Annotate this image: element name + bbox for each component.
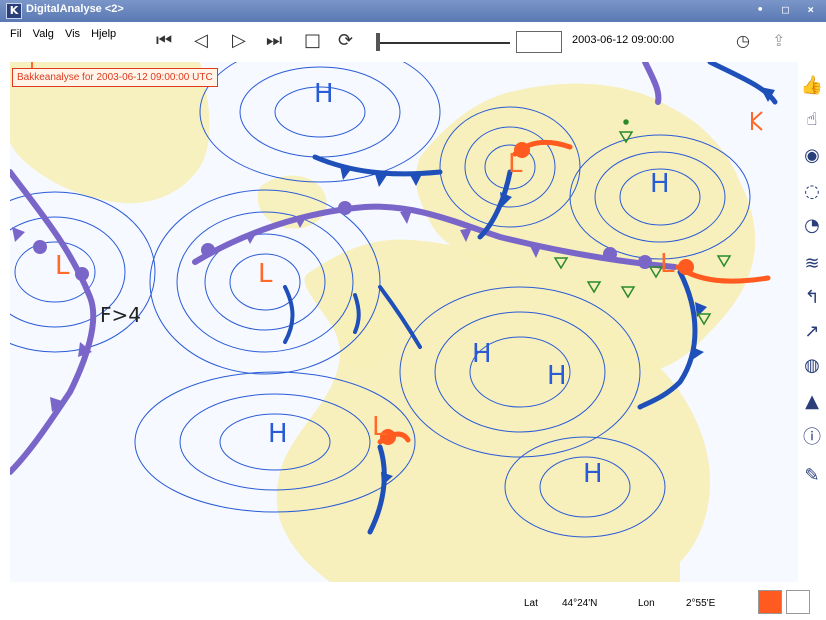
land-uk bbox=[336, 289, 394, 370]
landscape-icon[interactable]: ▲ bbox=[805, 391, 819, 412]
menu-item-vis[interactable]: Vis bbox=[64, 28, 81, 40]
alert-button[interactable] bbox=[758, 590, 782, 614]
occluded-front-west bbox=[10, 169, 97, 475]
trough-line-2 bbox=[353, 293, 361, 334]
pressure-label-6: F>4 bbox=[100, 303, 141, 327]
lon-label: Lon bbox=[638, 598, 655, 609]
cold-front-atlantic bbox=[312, 154, 443, 177]
fast-forward-button[interactable]: ⏭ bbox=[266, 30, 283, 51]
rewind-button[interactable]: ⏮ bbox=[156, 30, 173, 51]
pressure-label-4: L bbox=[258, 259, 273, 289]
analysis-label: Bakkeanalyse for 2003-06-12 09:00:00 UTC bbox=[12, 68, 218, 87]
satellite-icon[interactable]: ◌ bbox=[804, 181, 820, 202]
warm-front-scandinavia-bulge bbox=[514, 142, 530, 158]
cold-front-north-east bbox=[707, 62, 778, 105]
time-slider-handle[interactable] bbox=[376, 33, 380, 51]
nav-arrows-button[interactable] bbox=[786, 590, 810, 614]
app-icon[interactable]: K bbox=[6, 3, 22, 19]
right-toolbar: 👍 ☝ ◉ ◌ ◔ ≋ ↰ ↗ ◍ ▲ ⓘ ✎ bbox=[798, 62, 826, 582]
menu-bar: Fil Valg Vis Hjelp bbox=[10, 28, 124, 40]
menu-item-fil[interactable]: Fil bbox=[10, 28, 22, 40]
land-greenland bbox=[10, 62, 210, 204]
window-buttons[interactable]: • □ × bbox=[756, 3, 820, 16]
pressure-label-2: H bbox=[650, 169, 670, 199]
isobars bbox=[10, 62, 751, 538]
play-button[interactable]: ▷ bbox=[232, 30, 246, 51]
timestamp: 2003-06-12 09:00:00 bbox=[572, 34, 675, 46]
clock-icon[interactable]: ◷ bbox=[736, 31, 750, 50]
globe-icon[interactable]: ◉ bbox=[804, 145, 820, 166]
pressure-label-10: L bbox=[372, 412, 387, 442]
cold-front-north-east-barb bbox=[760, 87, 775, 102]
warm-front-iberia-bulge bbox=[380, 429, 396, 445]
front-symbols bbox=[12, 201, 652, 412]
pressure-label-0: H bbox=[314, 79, 334, 109]
info-icon[interactable]: ⓘ bbox=[803, 427, 821, 448]
front-icon[interactable]: ↰ bbox=[804, 287, 820, 308]
cold-front-scandinavia-barb bbox=[500, 192, 512, 207]
cold-front-iberia bbox=[367, 444, 387, 535]
stop-button[interactable]: □ bbox=[304, 30, 322, 51]
pressure-label-9: H bbox=[268, 419, 288, 449]
land-scandinavia bbox=[415, 83, 756, 372]
balloon-icon[interactable]: ◍ bbox=[804, 355, 820, 376]
pressure-label-8: H bbox=[547, 361, 567, 391]
warm-front-east-bulge bbox=[678, 259, 694, 275]
window-title: DigitalAnalyse <2> bbox=[26, 3, 124, 15]
trough-line-1 bbox=[283, 285, 295, 344]
k-symbol-ne bbox=[751, 111, 763, 131]
occluded-front-north bbox=[642, 62, 662, 105]
frame-spinbox[interactable] bbox=[516, 31, 562, 53]
occluded-front-central bbox=[192, 203, 678, 270]
clock-icon[interactable]: ◔ bbox=[804, 215, 820, 236]
trough-line-3 bbox=[378, 285, 422, 349]
lon-value: 2°55'E bbox=[686, 598, 716, 609]
pressure-label-1: L bbox=[508, 149, 523, 179]
pressure-label-11: H bbox=[583, 459, 603, 489]
upload-icon[interactable]: ⇪ bbox=[772, 31, 786, 50]
menu-item-valg[interactable]: Valg bbox=[32, 28, 54, 40]
pressure-label-5: L bbox=[660, 249, 675, 279]
cold-front-atlantic-barbs bbox=[340, 166, 422, 187]
menu-item-hjelp[interactable]: Hjelp bbox=[91, 28, 117, 40]
thumbs-up-icon[interactable]: 👍 bbox=[800, 75, 824, 96]
weather-symbols bbox=[553, 119, 732, 326]
refresh-button[interactable]: ⟳ bbox=[338, 30, 354, 51]
wind-icon[interactable]: ≋ bbox=[804, 253, 820, 274]
pencil-icon[interactable]: ✎ bbox=[804, 465, 820, 486]
cold-front-iberia-barb bbox=[381, 472, 393, 486]
toolbar: Fil Valg Vis Hjelp ⏮ ◁ ▷ ⏭ □ ⟳ 2003-06-1… bbox=[0, 22, 800, 62]
hand-pointer-icon[interactable]: ☝ bbox=[806, 109, 818, 130]
lat-value: 44°24'N bbox=[562, 598, 598, 609]
back-button[interactable]: ◁ bbox=[194, 30, 208, 51]
status-bar: Lat 44°24'N Lon 2°55'E bbox=[0, 584, 826, 620]
pressure-label-7: H bbox=[472, 339, 492, 369]
arrow-curve-icon[interactable]: ↗ bbox=[804, 321, 820, 342]
lat-label: Lat bbox=[524, 598, 538, 609]
pressure-label-3: L bbox=[55, 251, 70, 281]
cold-front-east bbox=[637, 269, 698, 410]
title-bar: K DigitalAnalyse <2> • □ × bbox=[0, 0, 826, 22]
time-slider[interactable] bbox=[380, 42, 510, 44]
cold-front-scandinavia bbox=[477, 169, 513, 240]
